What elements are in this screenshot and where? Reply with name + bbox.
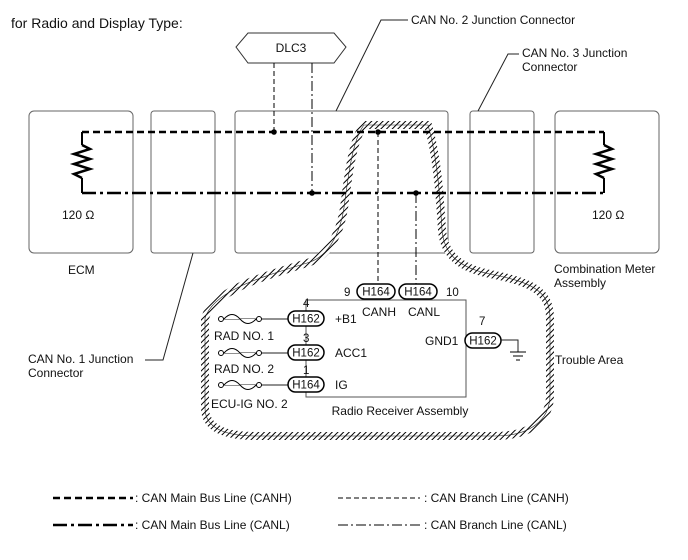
b1-signal: +B1 (335, 312, 357, 326)
legend-main-canl-label: : CAN Main Bus Line (CANL) (135, 518, 290, 532)
legend-branch-canl-label: : CAN Branch Line (CANL) (424, 518, 567, 532)
b1-fuse-label: RAD NO. 1 (214, 329, 274, 343)
can1-label-line1: CAN No. 1 Junction (28, 352, 133, 366)
meter-resistor (591, 143, 617, 180)
acc1-fuse (223, 348, 257, 358)
can3-label-line1: CAN No. 3 Junction (522, 46, 627, 60)
acc1-fuse-dot-left (218, 350, 224, 356)
ig-fuse-label: ECU-IG NO. 2 (211, 397, 288, 411)
canh-pin: 9 (344, 287, 350, 299)
acc1-signal: ACC1 (335, 346, 367, 360)
can2-leader (335, 19, 408, 112)
canl-signal: CANL (408, 305, 440, 319)
radio-receiver-box (305, 299, 467, 398)
can1-leader (145, 252, 194, 361)
acc1-connector (287, 344, 325, 361)
radio-canl-junction (413, 190, 419, 196)
radio-receiver-label: Radio Receiver Assembly (332, 404, 469, 418)
page-title: for Radio and Display Type: (11, 15, 183, 31)
trouble-area-edge (204, 124, 551, 437)
radio-canh-junction (375, 129, 381, 135)
canl-connector-name: H164 (404, 287, 432, 299)
ig-pin: 1 (303, 365, 309, 377)
ig-fuse-dot-left (218, 382, 224, 388)
canl-pin: 10 (446, 287, 459, 299)
dlc3-connector (235, 32, 347, 64)
dlc3-canl-junction (309, 190, 315, 196)
can1-label-line2: Connector (28, 366, 83, 380)
can3-label-line2: Connector (522, 60, 577, 74)
gnd-signal: GND1 (425, 334, 459, 348)
gnd-connector-name: H162 (469, 336, 497, 348)
acc1-fuse-label: RAD NO. 2 (214, 362, 274, 376)
can2-junction-box (234, 110, 449, 254)
canh-connector-name: H164 (362, 287, 390, 299)
ecm-resistor (69, 143, 95, 180)
ig-signal: IG (335, 378, 348, 392)
ig-connector (287, 376, 325, 393)
b1-connector (287, 310, 325, 327)
canl-connector (398, 283, 438, 300)
legend-branch-canh-label: : CAN Branch Line (CANH) (424, 491, 569, 505)
ecm-label: ECM (68, 263, 95, 277)
acc1-fuse-dot-right (256, 350, 262, 356)
gnd-pin: 7 (479, 316, 485, 328)
dlc3-canh-junction (271, 129, 277, 135)
can1-junction-box (150, 110, 216, 254)
b1-fuse (223, 314, 257, 324)
can3-leader (477, 53, 519, 112)
ecm-resistance: 120 Ω (62, 208, 94, 222)
dlc3-label: DLC3 (276, 41, 307, 55)
acc1-connector-name: H162 (292, 348, 320, 360)
can2-label: CAN No. 2 Junction Connector (411, 13, 575, 27)
canh-signal: CANH (362, 305, 396, 319)
b1-fuse-dot-left (218, 316, 224, 322)
b1-fuse-dot-right (256, 316, 262, 322)
gnd-wire (501, 339, 519, 352)
ig-connector-name: H164 (292, 380, 320, 392)
combination-meter-box (554, 110, 660, 254)
canh-connector (356, 283, 396, 300)
acc1-pin: 3 (303, 333, 309, 345)
meter-label-line2: Assembly (554, 276, 606, 290)
ig-fuse-dot-right (256, 382, 262, 388)
ig-fuse (223, 380, 257, 390)
meter-resistance: 120 Ω (592, 208, 624, 222)
b1-connector-name: H162 (292, 314, 320, 326)
can3-junction-box (469, 110, 535, 254)
trouble-area-label: Trouble Area (555, 353, 624, 367)
meter-label-line1: Combination Meter (554, 262, 655, 276)
legend-main-canh-label: : CAN Main Bus Line (CANH) (135, 491, 292, 505)
b1-pin: 4 (303, 298, 310, 310)
